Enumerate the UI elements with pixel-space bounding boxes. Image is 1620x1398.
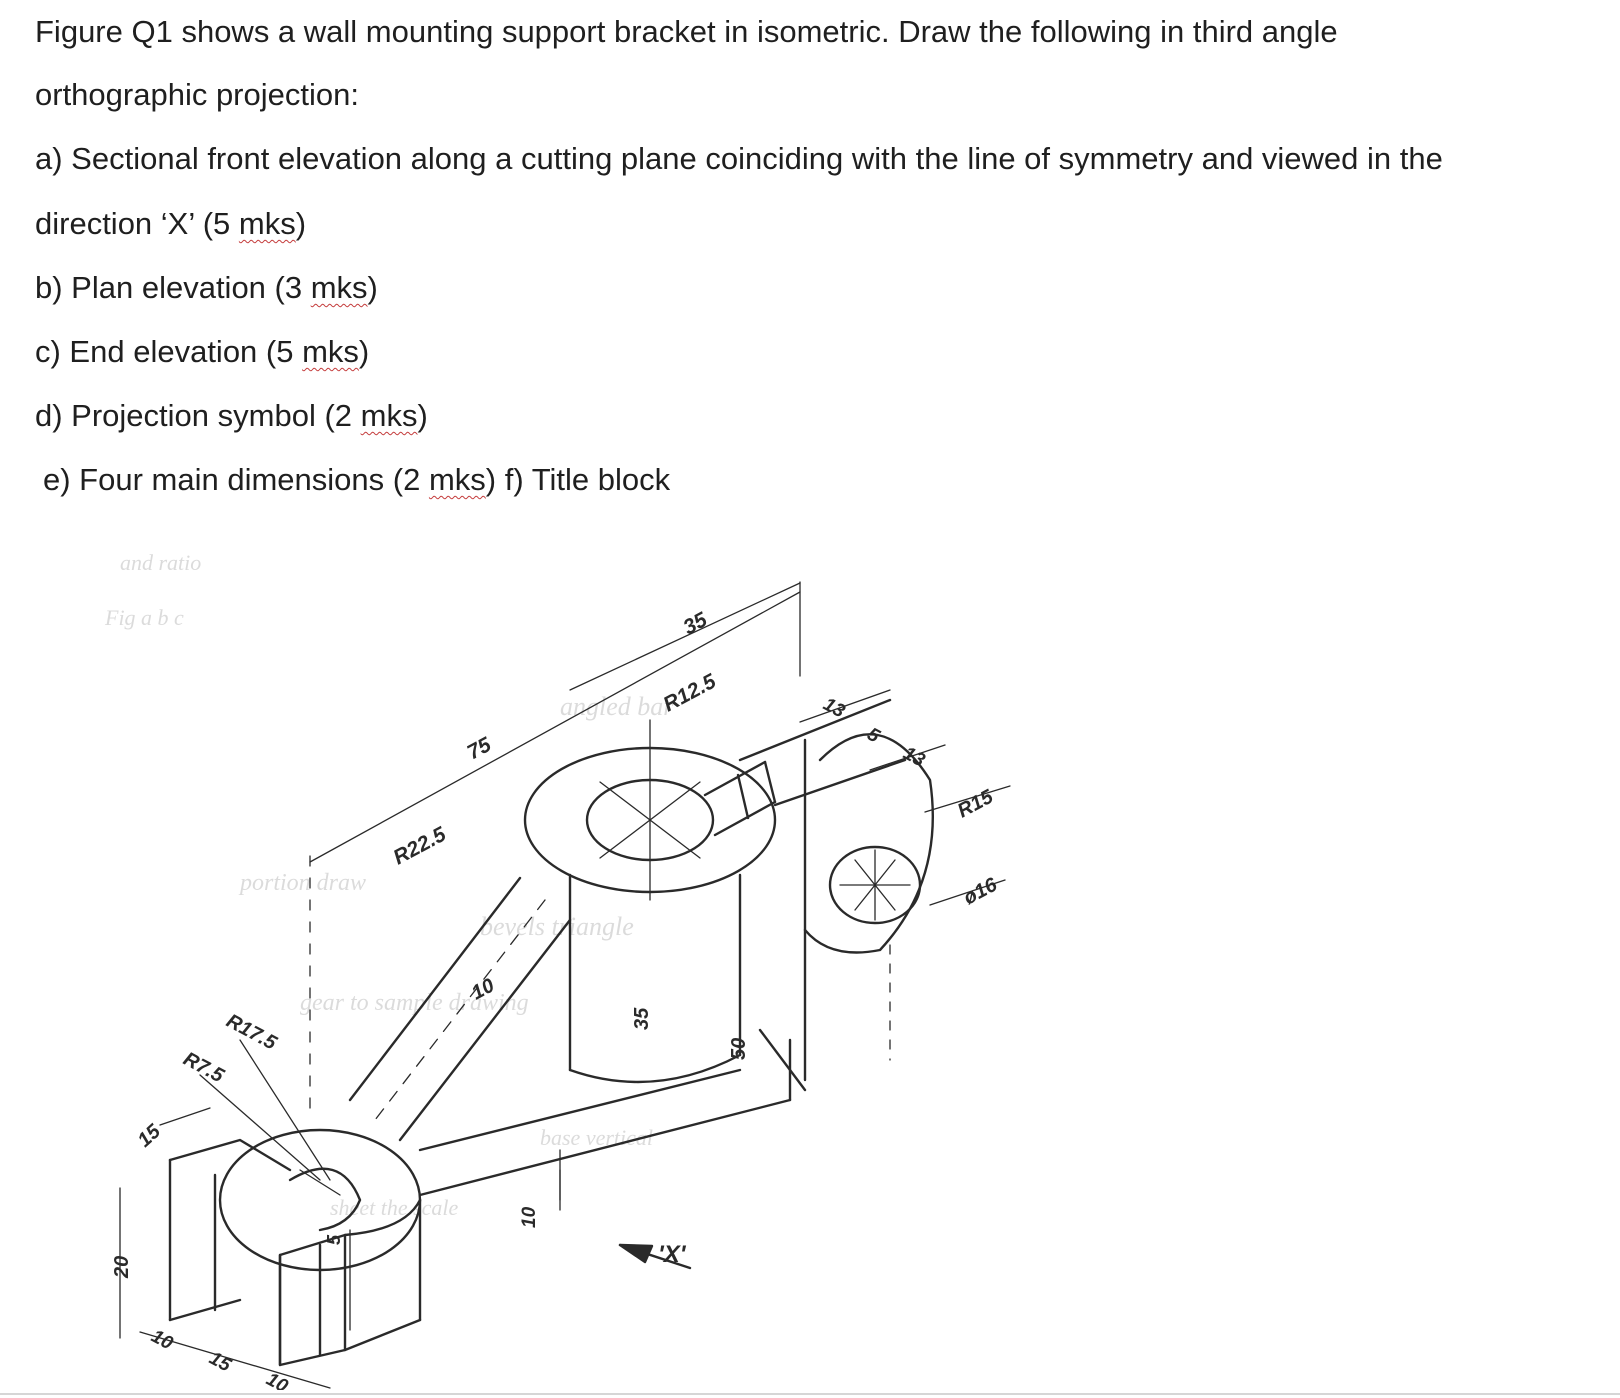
dim-5-slot: 5 [324,1234,344,1245]
part-d-close: ) [417,398,428,433]
mks-word: mks [310,270,368,305]
mks-word: mks [428,462,486,497]
part-e-text: e) Four main dimensions (2 [43,462,429,497]
svg-text:portion draw: portion draw [238,870,366,896]
dim-r7-5: R7.5 [180,1048,228,1088]
dim-r15: R15 [954,785,997,822]
base-arm [418,1038,792,1201]
part-a-text: direction ‘X’ (5 [35,206,239,241]
mks-word: mks [302,334,359,369]
part-f-text: ) f) Title block [485,462,671,497]
dim-r22-5: R22.5 [390,823,451,870]
question-part-a: a) Sectional front elevation along a cut… [35,141,1443,176]
dim-20: 20 [111,1256,133,1279]
web-rib [348,876,572,1142]
view-arrow [618,1243,692,1270]
dimension-labels: 35 R12.5 75 13 5 13 R15 R22.5 ø16 10 35 … [111,608,1002,1390]
page-bottom-rule [0,1393,1620,1395]
part-c-text: c) End elevation (5 [35,334,303,369]
svg-text:gear to sample drawing: gear to sample drawing [300,990,529,1016]
svg-text:angled bar: angled bar [560,692,674,721]
question-part-b: b) Plan elevation (3 mks) [35,270,378,306]
dim-r17-5: R17.5 [223,1010,281,1055]
view-x-label: 'X' [658,1241,687,1268]
part-b-text: b) Plan elevation (3 [35,270,311,305]
part-a-close: ) [295,206,307,241]
bracket-line-art [119,581,1011,1389]
main-boss [523,746,777,1084]
question-line-2: orthographic projection: [35,77,359,112]
question-part-a-cont: direction ‘X’ (5 mks) [35,206,306,242]
dim-10-base-right: 10 [263,1369,292,1390]
boss-slot [703,760,777,837]
bleed-through-texture: and ratio Fig a b c angled bar bevels tr… [104,550,674,1220]
dim-75: 75 [464,733,496,764]
part-b-close: ) [367,270,378,305]
part-d-text: d) Projection symbol (2 [35,398,361,433]
question-line-1: Figure Q1 shows a wall mounting support … [35,14,1338,49]
dim-10-arm: 10 [519,1206,540,1228]
dim-35-boss: 35 [631,1007,653,1030]
question-part-d: d) Projection symbol (2 mks) [35,398,428,434]
question-part-c: c) End elevation (5 mks) [35,334,369,370]
mks-word: mks [360,398,418,433]
dim-r12-5: R12.5 [660,670,721,717]
dim-35-top: 35 [680,608,712,639]
svg-text:Fig a b c: Fig a b c [104,605,184,630]
dim-phi16: ø16 [960,873,1002,909]
svg-text:base vertical: base vertical [540,1125,653,1150]
right-arm [738,698,907,1092]
right-lug [803,733,934,1061]
svg-text:and ratio: and ratio [120,550,201,575]
dimension-lines [119,581,1011,1389]
dim-10-base-left: 10 [148,1326,177,1355]
question-part-e-f: e) Four main dimensions (2 mks) f) Title… [43,462,670,498]
isometric-bracket-figure: and ratio Fig a b c angled bar bevels tr… [104,550,1011,1390]
foot [168,1128,422,1367]
mks-word: mks [238,206,296,241]
dim-50: 50 [728,1038,750,1060]
part-c-close: ) [358,334,370,369]
